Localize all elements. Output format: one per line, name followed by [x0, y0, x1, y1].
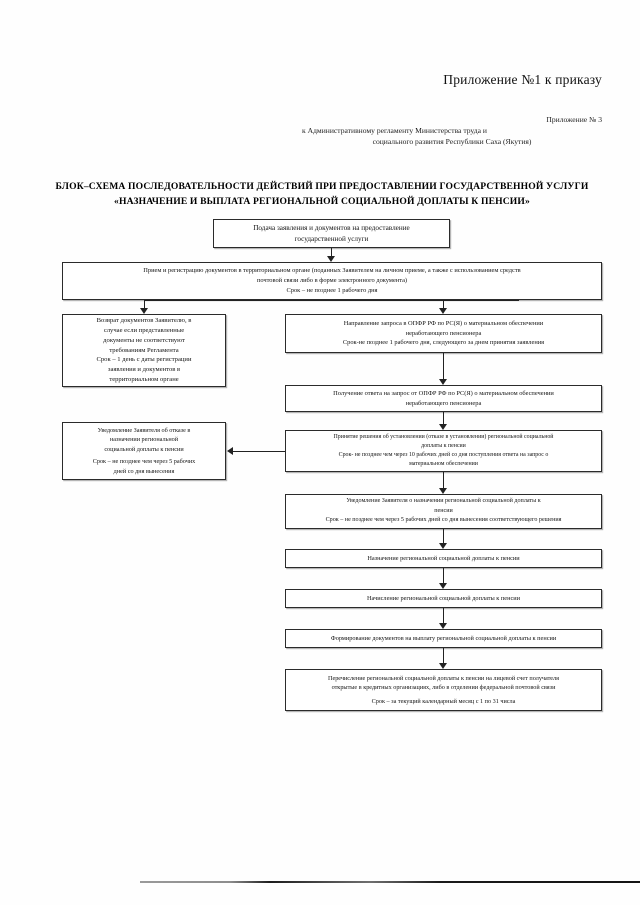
appendix-heading-text: Приложение №1 к приказу — [443, 72, 602, 87]
flow-node-accrual: Начисление региональной социальной допла… — [285, 589, 602, 608]
node-text-line: документы не соответствуют — [103, 336, 185, 344]
node-text-line: назначении региональной — [109, 436, 179, 444]
node-text-line: неработающего пенсионера — [405, 399, 482, 407]
flow-node-assign: Назначение региональной социальной допла… — [285, 549, 602, 568]
flow-node-send-request: Направление запроса в ОПФР РФ по РС(Я) о… — [285, 314, 602, 353]
node-text-line: Прием и регистрацию документов в террито… — [143, 267, 521, 275]
node-text-line: неработающего пенсионера — [405, 329, 482, 337]
page-title-line-1: БЛОК–СХЕМА ПОСЛЕДОВАТЕЛЬНОСТИ ДЕЙСТВИЙ П… — [55, 181, 589, 192]
node-text-line: Уведомление Заявителя о назначении регио… — [346, 498, 541, 505]
node-text-line: случае если представленные — [103, 326, 185, 334]
node-text-line: Срок – не позднее 1 рабочего дня — [286, 286, 378, 294]
node-text-line: Срок- не позднее чем через 10 рабочих дн… — [338, 452, 549, 458]
node-text-line: Срок – не позднее чем через 5 рабочих дн… — [325, 517, 562, 524]
arrow-decision-to-refusal — [227, 447, 233, 455]
flow-node-receive-answer: Получение ответа на запрос от ОПФР РФ по… — [285, 385, 602, 412]
arrow-grant-to-assign — [439, 543, 447, 549]
flow-node-return-documents: Возврат документов Заявителю, в случае ес… — [62, 314, 226, 387]
arrow-answer-to-decision — [439, 424, 447, 430]
connector-bus-to-send-request — [443, 300, 444, 310]
connector-submit-to-receive — [331, 248, 332, 258]
connector-accrual-to-form-documents — [443, 608, 444, 625]
node-text-line: открытые в кредитных организациях, либо … — [331, 684, 556, 692]
scan-artifact-line — [140, 881, 640, 883]
arrow-bus-to-send-request — [439, 308, 447, 314]
node-text-line: Перечисление региональной социальной доп… — [327, 674, 559, 682]
node-text-line: дней со дня вынесения — [113, 467, 175, 475]
appendix-reference-line-2: к Административному регламенту Министерс… — [302, 126, 487, 135]
connector-branch-bus — [144, 300, 519, 301]
appendix-reference-line-3: социального развития Республики Саха (Як… — [372, 137, 532, 146]
node-text-line: Возврат документов Заявителю, в — [96, 316, 192, 324]
node-text-line: Назначение региональной социальной допла… — [367, 554, 520, 562]
arrow-bus-to-return — [140, 308, 148, 314]
connector-decision-to-refusal — [233, 451, 285, 452]
node-text-line: Срок – за текущий календарный месяц с 1 … — [371, 697, 516, 705]
connector-bus-to-return — [144, 300, 145, 310]
appendix-reference-block: Приложение № 3 к Административному регла… — [302, 114, 602, 147]
arrow-accrual-to-form-documents — [439, 623, 447, 629]
flow-node-receive-register: Прием и регистрацию документов в террито… — [62, 262, 602, 300]
node-text-line: материальном обеспечении — [409, 461, 478, 468]
node-text-line: требованиям Регламента — [109, 346, 179, 354]
node-text-line: территориальном органе — [109, 376, 179, 384]
page-title: БЛОК–СХЕМА ПОСЛЕДОВАТЕЛЬНОСТИ ДЕЙСТВИЙ П… — [52, 180, 592, 210]
page-title-line-2: «НАЗНАЧЕНИЕ И ВЫПЛАТА РЕГИОНАЛЬНОЙ СОЦИА… — [114, 195, 530, 207]
appendix-heading: Приложение №1 к приказу — [0, 72, 602, 88]
arrow-send-to-receive-answer — [439, 379, 447, 385]
node-text-line: Принятие решения об установлении (отказе… — [333, 433, 554, 440]
connector-assign-to-accrual — [443, 568, 444, 585]
node-text-line: доплаты к пенсии — [421, 442, 466, 449]
connector-answer-to-decision — [443, 412, 444, 426]
node-text-line: Получение ответа на запрос от ОПФР РФ по… — [333, 389, 554, 397]
node-text-line: почтовой связи либо в форме электронного… — [256, 277, 408, 285]
node-text-line: Начисление региональной социальной допла… — [367, 594, 520, 602]
connector-form-to-transfer — [443, 648, 444, 665]
flow-node-notify-grant: Уведомление Заявителя о назначении регио… — [285, 494, 602, 529]
node-text-line: пенсии — [434, 507, 453, 514]
node-text-line: Уведомление Заявителя об отказе в — [97, 427, 191, 435]
arrow-assign-to-accrual — [439, 583, 447, 589]
node-text-line: Подача заявления и документов на предост… — [253, 223, 410, 232]
arrow-form-to-transfer — [439, 663, 447, 669]
arrow-decision-to-notify-grant — [439, 488, 447, 494]
node-text-line: Направление запроса в ОПФР РФ по РС(Я) о… — [343, 319, 544, 327]
node-text-line: Срок-не позднее 1 рабочего дня, следующе… — [342, 339, 545, 347]
flow-node-decision: Принятие решения об установлении (отказе… — [285, 430, 602, 472]
node-text-line: социальной доплаты к пенсии — [104, 445, 184, 453]
flow-node-submit: Подача заявления и документов на предост… — [213, 219, 450, 248]
node-text-line: Срок – 1 день с даты регистрации — [96, 356, 192, 364]
connector-send-to-receive-answer — [443, 353, 444, 381]
connector-decision-to-notify-grant — [443, 472, 444, 490]
node-text-line: Срок – не позднее чем через 5 рабочих — [92, 458, 196, 466]
appendix-reference-line-1: Приложение № 3 — [546, 115, 602, 124]
flow-node-form-documents: Формирование документов на выплату регио… — [285, 629, 602, 648]
connector-grant-to-assign — [443, 529, 444, 545]
arrow-submit-to-receive — [327, 256, 335, 262]
node-text-line: государственной услуги — [294, 234, 369, 243]
flow-node-transfer: Перечисление региональной социальной доп… — [285, 669, 602, 711]
node-text-line: заявления и документов в — [107, 366, 181, 374]
node-text-line: Формирование документов на выплату регио… — [330, 634, 557, 642]
